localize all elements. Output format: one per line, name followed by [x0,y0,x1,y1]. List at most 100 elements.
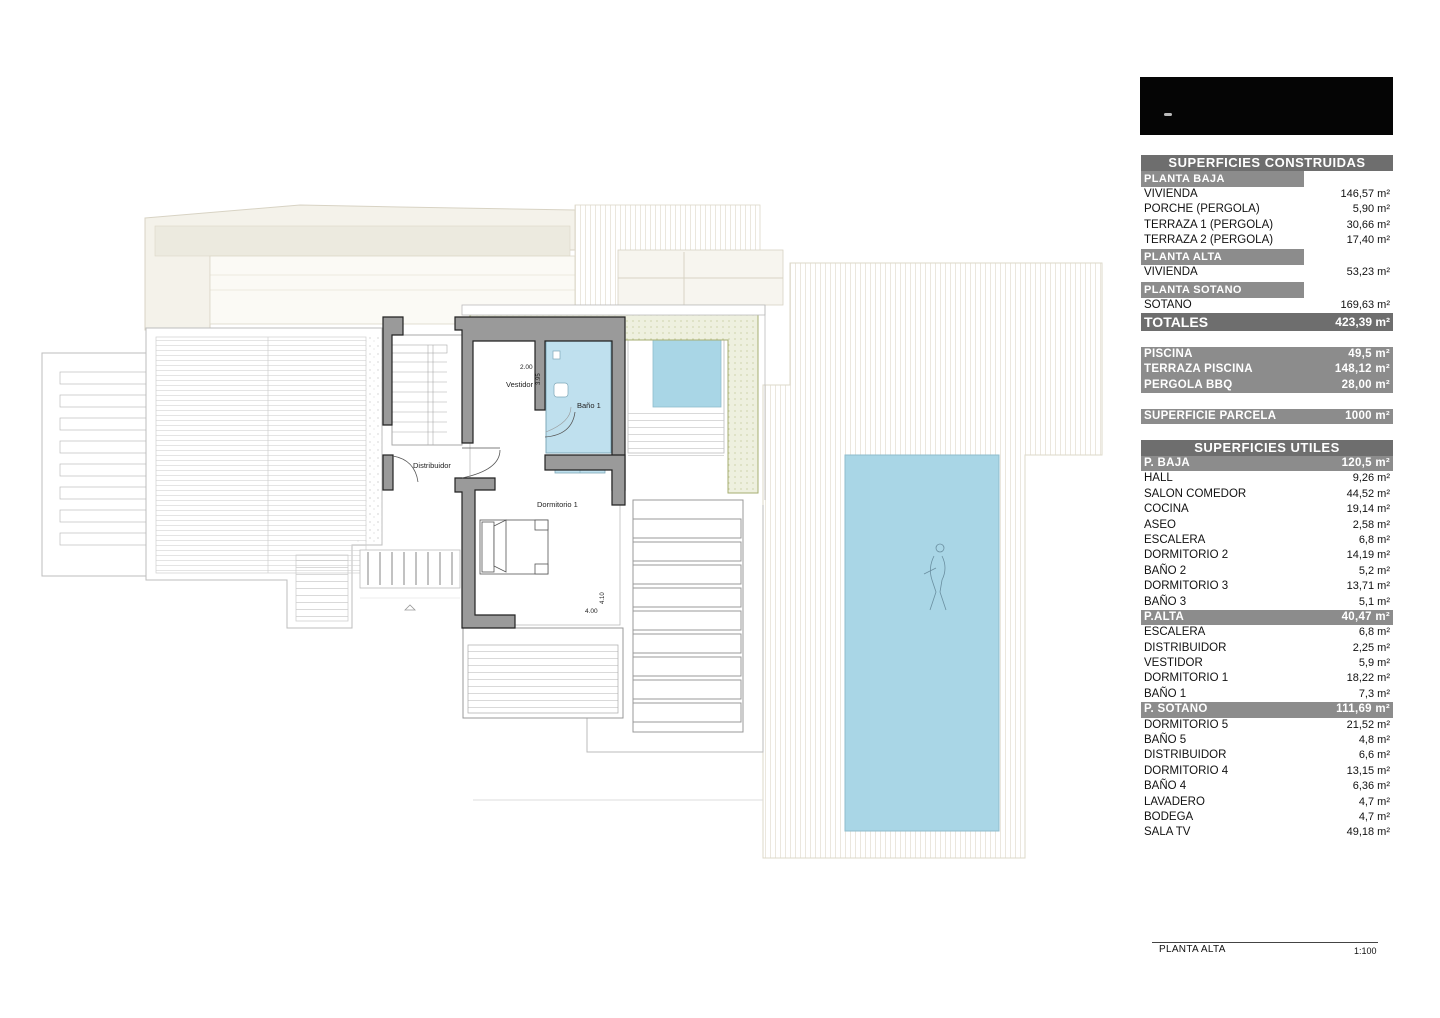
row-value: 169,63 m² [1340,298,1390,311]
table-row: BAÑO 5 4,8 m² [1141,733,1393,748]
row-name: SALON COMEDOR [1144,487,1247,500]
walls [382,316,626,629]
row-name: TERRAZA 2 (PERGOLA) [1144,234,1274,247]
dim-4-00: 4.00 [585,608,598,615]
label-vestidor: Vestidor [506,380,534,389]
utiles-title: SUPERFICIES UTILES [1141,440,1393,456]
row-name: DORMITORIO 1 [1144,672,1229,685]
row-name: TERRAZA 1 (PERGOLA) [1144,218,1274,231]
floor-plan: Vestidor Baño 1 Distribuidor Dormitorio … [41,204,1103,859]
pool-figure-icon [923,543,947,611]
dim-2-00: 2.00 [520,364,533,371]
back-terrace [144,204,784,331]
row-value: 6,6 m² [1358,749,1390,762]
extra-name: PISCINA [1144,348,1193,360]
lower-balcony [359,549,461,611]
row-name: BAÑO 1 [1144,687,1187,700]
row-name: LAVADERO [1144,795,1205,808]
row-value: 6,8 m² [1358,533,1390,546]
row-name: PORCHE (PERGOLA) [1144,203,1260,216]
row-name: HALL [1144,472,1173,485]
extra-value: 148,12 m² [1334,363,1390,376]
row-value: 4,7 m² [1358,810,1390,823]
row-value: 53,23 m² [1346,265,1390,278]
right-terrace [473,499,764,801]
row-value: 2,25 m² [1352,641,1390,654]
construidas-table: SUPERFICIES CONSTRUIDAS PLANTA BAJA VIVI… [1141,155,1393,332]
table-row: SALA TV 49,18 m² [1141,825,1393,840]
row-name: DORMITORIO 5 [1144,718,1229,731]
row-value: 2,58 m² [1352,518,1390,531]
row-value: 18,22 m² [1346,672,1390,685]
row-value: 6,36 m² [1352,780,1390,793]
row-value: 13,15 m² [1346,764,1390,777]
row-value: 5,90 m² [1352,203,1390,216]
extra-name: TERRAZA PISCINA [1144,363,1253,376]
left-roof [41,327,383,629]
table-row: DISTRIBUIDOR 2,25 m² [1141,641,1393,656]
label-dormitorio-1: Dormitorio 1 [537,500,578,509]
swimming-pool [844,454,1000,832]
row-value: 146,57 m² [1340,188,1390,200]
row-name: BAÑO 4 [1144,780,1187,793]
row-value: 30,66 m² [1346,218,1390,231]
row-name: VIVIENDA [1144,188,1198,200]
table-row: DORMITORIO 2 14,19 m² [1141,548,1393,563]
row-name: ESCALERA [1144,533,1206,546]
table-row: BAÑO 2 5,2 m² [1141,564,1393,579]
section-planta-sotano: PLANTA SOTANO [1141,281,1393,298]
row-value: 21,52 m² [1346,718,1390,731]
table-row: TERRAZA 1 (PERGOLA) 30,66 m² [1141,218,1393,233]
row-value: 14,19 m² [1346,549,1390,562]
row-name: DISTRIBUIDOR [1144,749,1227,762]
row-value: 17,40 m² [1346,234,1390,247]
extra-name: PERGOLA BBQ [1144,378,1233,391]
logo [1140,77,1393,135]
table-row: DORMITORIO 4 13,15 m² [1141,764,1393,779]
row-value: 5,9 m² [1358,657,1390,670]
pool-terrace [762,262,1103,859]
bed-icon [479,519,549,575]
row-name: BAÑO 5 [1144,734,1187,747]
dim-3-95: 3.95 [536,373,542,385]
row-name: DORMITORIO 4 [1144,764,1229,777]
plan-scale: 1:100 [1354,946,1377,956]
table-row: TERRAZA 2 (PERGOLA) 17,40 m² [1141,233,1393,248]
row-name: DISTRIBUIDOR [1144,641,1227,654]
section-planta-alta: PLANTA ALTA [1141,248,1393,265]
section-planta-baja: PLANTA BAJA [1141,171,1393,187]
title-line [1152,942,1378,943]
row-name: DORMITORIO 2 [1144,549,1229,562]
table-row: VIVIENDA 146,57 m² [1141,187,1393,202]
row-value: 49,18 m² [1346,826,1390,839]
row-value: 13,71 m² [1346,580,1390,593]
row-value: 5,2 m² [1358,564,1390,577]
row-value: 4,7 m² [1358,795,1390,808]
row-name: SALA TV [1144,826,1191,839]
row-name: BAÑO 2 [1144,564,1187,577]
row-value: 4,8 m² [1358,734,1390,747]
row-name: COCINA [1144,503,1189,516]
logo-mark [1164,113,1172,116]
dim-4-10: 4.10 [600,592,606,604]
label-bano-1: Baño 1 [577,401,601,410]
